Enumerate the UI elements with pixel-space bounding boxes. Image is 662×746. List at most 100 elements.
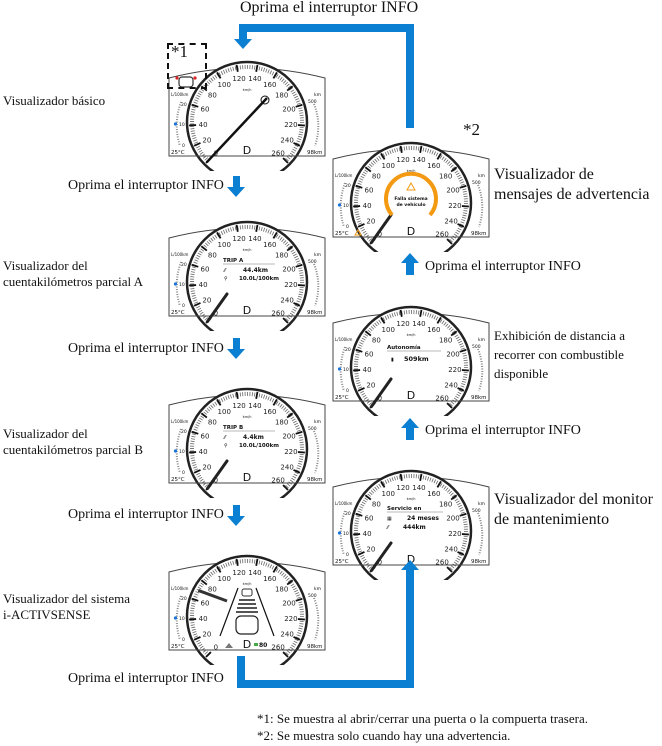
speed-label: 140	[412, 156, 425, 164]
speed-label: 180	[275, 91, 288, 99]
speed-needle	[205, 97, 268, 164]
range-unit: km	[478, 173, 485, 179]
temperature-readout: 25°C	[335, 395, 349, 401]
speed-label: 80	[208, 251, 217, 259]
major-tick	[436, 152, 442, 160]
major-tick	[293, 469, 301, 474]
speed-label: 80	[208, 418, 217, 426]
speed-label: 220	[284, 448, 297, 456]
speed-label: 160	[427, 162, 440, 170]
odometer-icon: ⁄⁄	[223, 268, 227, 274]
major-tick	[216, 71, 222, 79]
warning-ring	[384, 171, 438, 217]
fuel-tick: 0	[182, 637, 185, 643]
speed-unit: km/h	[243, 415, 252, 419]
door-open-marker	[193, 76, 197, 80]
temperature-readout: 25°C	[335, 231, 349, 237]
range-tick: 500	[472, 344, 481, 350]
range-tick: 500	[308, 99, 317, 105]
speed-label: 160	[263, 241, 276, 249]
arrow-up-icon	[406, 427, 414, 440]
fuel-economy-marker	[173, 616, 178, 620]
trip-distance: 44.4km	[243, 267, 268, 274]
label-line: de mantenimiento	[494, 511, 610, 528]
speedometer-dial	[185, 554, 309, 665]
range-tick: 500	[472, 508, 481, 514]
fuel-tick: 20	[345, 347, 351, 353]
gear-indicator: D	[243, 304, 251, 317]
label-line: Visualizador del	[3, 426, 88, 441]
major-tick	[286, 85, 294, 92]
fuel-economy-unit: L/100km	[335, 501, 353, 506]
major-tick	[450, 330, 458, 337]
speed-needle	[205, 292, 229, 324]
step-label: Oprima el interruptor INFO	[425, 259, 581, 274]
major-tick	[380, 152, 386, 160]
gear-indicator: D	[407, 553, 415, 566]
speed-label: 140	[248, 402, 261, 410]
speed-unit: km/h	[407, 497, 416, 501]
speed-label: 140	[412, 320, 425, 328]
label-line: disponible	[494, 366, 549, 381]
major-tick	[419, 473, 423, 481]
speed-label: 20	[202, 297, 211, 305]
speed-label: 180	[275, 585, 288, 593]
major-tick	[459, 512, 467, 517]
major-tick	[235, 224, 239, 232]
speed-label: 120	[232, 402, 245, 410]
major-tick	[357, 387, 365, 392]
fuel-tick: 10	[343, 531, 349, 537]
speed-label: 40	[199, 121, 208, 129]
fuel-economy-marker	[173, 122, 178, 126]
speed-label: 60	[201, 265, 210, 273]
set-speed: 80	[259, 642, 267, 649]
speed-label: 160	[263, 408, 276, 416]
warning-triangle-icon	[406, 181, 416, 191]
footnote-2: *2: Se muestra solo cuando hay una adver…	[257, 728, 511, 743]
range-readout: 98km	[307, 477, 323, 483]
speed-label: 260	[271, 477, 284, 485]
road-icon	[225, 643, 233, 648]
major-tick	[235, 391, 239, 399]
major-tick	[446, 402, 453, 409]
step-label: Oprima el interruptor INFO	[425, 423, 581, 438]
speed-label: 200	[282, 105, 295, 113]
major-tick	[380, 480, 386, 488]
fuel-tick: 20	[345, 511, 351, 517]
fuel-economy-marker	[337, 531, 342, 535]
connector-line	[239, 24, 414, 32]
major-tick	[364, 330, 372, 337]
label-line: Exhibición de distancia a	[494, 328, 626, 343]
range-tick: 500	[308, 426, 317, 432]
speed-label: 200	[282, 599, 295, 607]
speed-label: 140	[248, 569, 261, 577]
speed-label: 240	[444, 218, 457, 226]
lead-vehicle-icon	[241, 588, 253, 597]
arrow-down-icon	[233, 338, 240, 350]
major-tick	[295, 430, 303, 435]
major-tick	[293, 302, 301, 307]
major-tick	[272, 398, 278, 406]
speed-label: 120	[396, 156, 409, 164]
speed-label: 200	[282, 265, 295, 273]
speed-label: 140	[412, 484, 425, 492]
fuel-tick: 20	[181, 596, 187, 602]
fuel-tick: 0	[182, 303, 185, 309]
major-tick	[436, 316, 442, 324]
speed-label: 60	[365, 350, 374, 358]
speed-label: 240	[444, 382, 457, 390]
major-tick	[200, 245, 208, 252]
arrow-down-icon	[227, 187, 245, 197]
speedometer-dial	[349, 141, 473, 252]
fuel-tick: 10	[179, 282, 185, 288]
note-marker-2: *2	[463, 120, 480, 139]
speed-label: 120	[396, 484, 409, 492]
speed-label: 100	[382, 326, 395, 334]
speed-needle	[205, 459, 229, 491]
speed-label: 0	[378, 395, 382, 403]
connector-line	[239, 24, 247, 40]
label-line: Visualizador del monitor	[494, 491, 653, 508]
temperature-readout: 25°C	[171, 477, 185, 483]
